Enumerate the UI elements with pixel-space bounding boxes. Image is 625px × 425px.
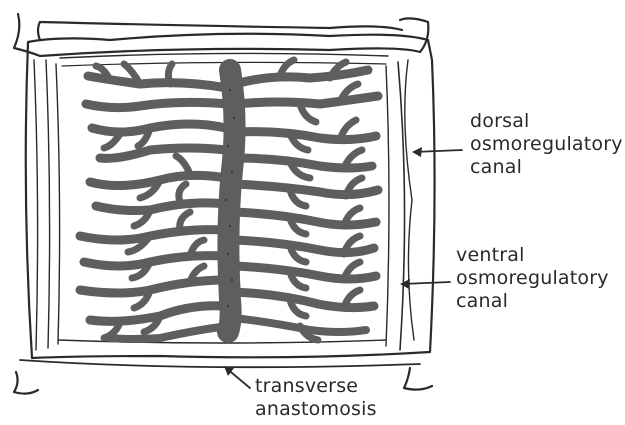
transverse-anastomosis-label: transverse anastomosis [255, 375, 377, 421]
uterus-branches [80, 60, 378, 340]
dorsal-label-line-2: osmoregulatory [470, 133, 623, 156]
dorsal-label-line-3: canal [470, 156, 623, 179]
dorsal-label-line-1: dorsal [470, 110, 623, 133]
transverse-label-line-2: anastomosis [255, 398, 377, 421]
ventral-osmoregulatory-canal-label: ventral osmoregulatory canal [456, 244, 609, 313]
transverse-label-line-1: transverse [255, 375, 377, 398]
ventral-label-line-3: canal [456, 290, 609, 313]
dorsal-osmoregulatory-canal-label: dorsal osmoregulatory canal [470, 110, 623, 179]
ventral-label-line-1: ventral [456, 244, 609, 267]
ventral-label-line-2: osmoregulatory [456, 267, 609, 290]
